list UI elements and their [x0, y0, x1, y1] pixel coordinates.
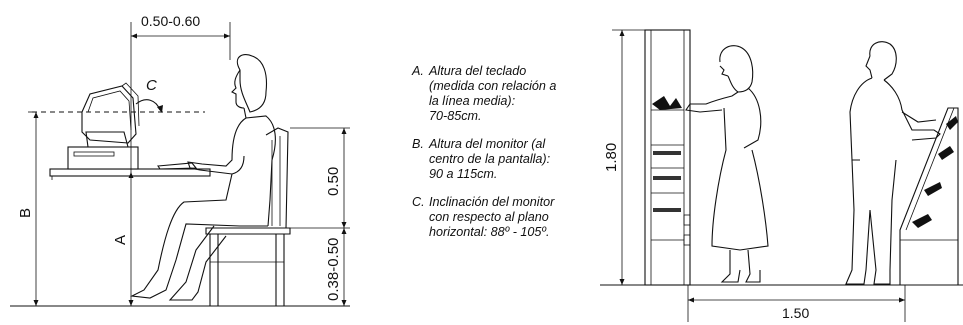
standing-shelves-drawing: 1.80: [600, 29, 963, 322]
tall-shelf: [644, 29, 691, 286]
note-monitor-tilt: C. Inclinación del monitor con respecto …: [412, 195, 612, 240]
angle-label-c: C: [146, 77, 157, 94]
note-letter: B.: [412, 137, 424, 151]
height-a-dimension: A: [112, 172, 134, 306]
height-b-dimension: B: [17, 111, 39, 306]
note-letter: C.: [412, 195, 425, 209]
height-b-label: B: [17, 208, 34, 218]
workstation-drawing: C 0.50-0.60 B A: [10, 13, 350, 307]
note-monitor-height: B. Altura del monitor (al centro de la p…: [412, 137, 612, 182]
specification-notes: A. Altura del teclado (medida con relaci…: [412, 64, 612, 253]
standing-man-figure: [845, 41, 941, 285]
note-text: Altura del teclado (medida con relación …: [429, 64, 557, 123]
chair: [205, 127, 291, 306]
shelf-height-dimension: 1.80: [603, 29, 645, 285]
reach-dimension-label: 0.50-0.60: [141, 13, 200, 29]
seated-woman-figure: [130, 53, 276, 301]
shelf-height-label: 1.80: [603, 143, 620, 172]
slanted-rack: [899, 107, 959, 285]
seat-dimensions: 0.50 0.38-0.50: [290, 127, 350, 306]
standing-woman-figure: [685, 45, 769, 283]
seat-height-label: 0.38-0.50: [325, 238, 342, 301]
computer-monitor: [67, 82, 140, 170]
note-text: Inclinación del monitor con respecto al …: [429, 195, 555, 239]
seat-to-desk-label: 0.50: [325, 167, 342, 196]
note-keyboard-height: A. Altura del teclado (medida con relaci…: [412, 64, 612, 124]
aisle-width-dimension: 1.50: [687, 285, 906, 322]
aisle-width-label: 1.50: [782, 305, 809, 321]
keyboard: [157, 162, 198, 170]
note-letter: A.: [412, 64, 424, 78]
monitor-angle-arc: [135, 99, 161, 111]
reach-dimension: 0.50-0.60: [130, 13, 231, 172]
note-text: Altura del monitor (al centro de la pant…: [429, 137, 551, 181]
height-a-label: A: [112, 235, 129, 245]
